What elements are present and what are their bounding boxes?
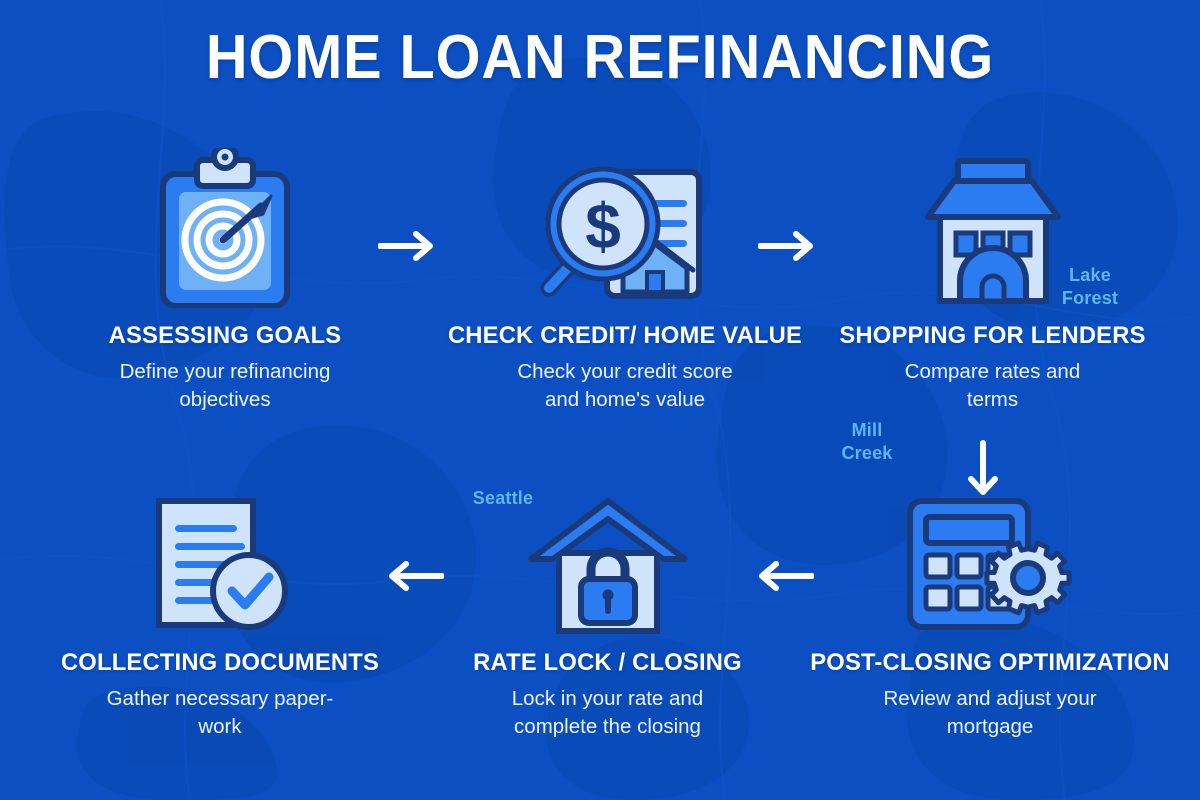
step-description-line: work <box>198 714 242 738</box>
city-label-line: Seattle <box>472 488 534 508</box>
step-post-closing-optimization: POST-CLOSING OPTIMIZATION Review and adj… <box>790 495 1190 741</box>
arrow-2-to-3 <box>758 231 813 261</box>
document-check-icon-wrap <box>30 495 410 635</box>
city-label-seattle: Seattle <box>458 487 548 510</box>
step-description: Define your refinancing objectives <box>60 358 390 414</box>
calculator-gear-icon <box>907 498 1072 630</box>
svg-text:$: $ <box>585 190 621 262</box>
step-description-line: Compare rates and <box>904 360 1081 383</box>
step-description-line: Review and adjust your <box>883 687 1097 710</box>
step-description: Gather necessary paper- work <box>30 685 410 741</box>
step-title: SHOPPING FOR LENDERS <box>839 322 1146 349</box>
calculator-gear-icon-wrap <box>790 495 1190 635</box>
step-description-line: mortgage <box>946 714 1034 738</box>
step-check-credit-home-value: $ CHECK CREDIT/ HOME VALUE Check your cr… <box>430 148 820 414</box>
document-check-icon <box>156 498 288 630</box>
step-description-line: Define your refinancing <box>119 360 331 383</box>
arrow-3-to-6 <box>968 440 998 495</box>
city-label-mill-creek: Mill Creek <box>828 419 906 464</box>
step-description-line: Lock in your rate and <box>511 687 704 710</box>
step-description-line: terms <box>966 387 1019 411</box>
step-title: POST-CLOSING OPTIMIZATION <box>810 649 1170 676</box>
step-title: COLLECTING DOCUMENTS <box>60 649 380 676</box>
step-description-line: Check your credit score <box>517 360 733 383</box>
house-lock-icon <box>527 498 688 634</box>
step-title: ASSESSING GOALS <box>108 322 342 349</box>
clipboard-target-icon <box>160 148 290 308</box>
city-label-line: Mill <box>851 420 883 440</box>
step-description-line: complete the closing <box>514 714 701 738</box>
step-description-line: objectives <box>179 387 271 411</box>
magnifier-dollar-document-icon: $ <box>540 166 702 299</box>
step-assessing-goals: ASSESSING GOALS Define your refinancing … <box>60 148 390 414</box>
page-title: HOME LOAN REFINANCING <box>205 23 995 92</box>
city-label-line: Forest <box>1061 287 1119 308</box>
city-label-line: Creek <box>841 442 893 463</box>
city-label-line: Lake <box>1069 265 1111 285</box>
step-collecting-documents: COLLECTING DOCUMENTS Gather necessary pa… <box>30 495 410 741</box>
step-rate-lock-closing: RATE LOCK / CLOSING Lock in your rate an… <box>435 495 780 741</box>
step-title: CHECK CREDIT/ HOME VALUE <box>447 322 803 349</box>
step-description: Review and adjust your mortgage <box>790 685 1190 741</box>
house-lock-icon-wrap <box>435 495 780 635</box>
step-description-line: and home's value <box>544 387 706 411</box>
step-description-line: Gather necessary paper- <box>106 687 334 710</box>
step-description: Lock in your rate and complete the closi… <box>435 685 780 741</box>
clipboard-target-icon-wrap <box>60 148 390 308</box>
step-description: Compare rates and terms <box>820 358 1165 414</box>
step-description: Check your credit score and home's value <box>430 358 820 414</box>
city-label-lake-forest: Lake Forest <box>1044 264 1136 309</box>
step-title: RATE LOCK / CLOSING <box>473 649 742 676</box>
